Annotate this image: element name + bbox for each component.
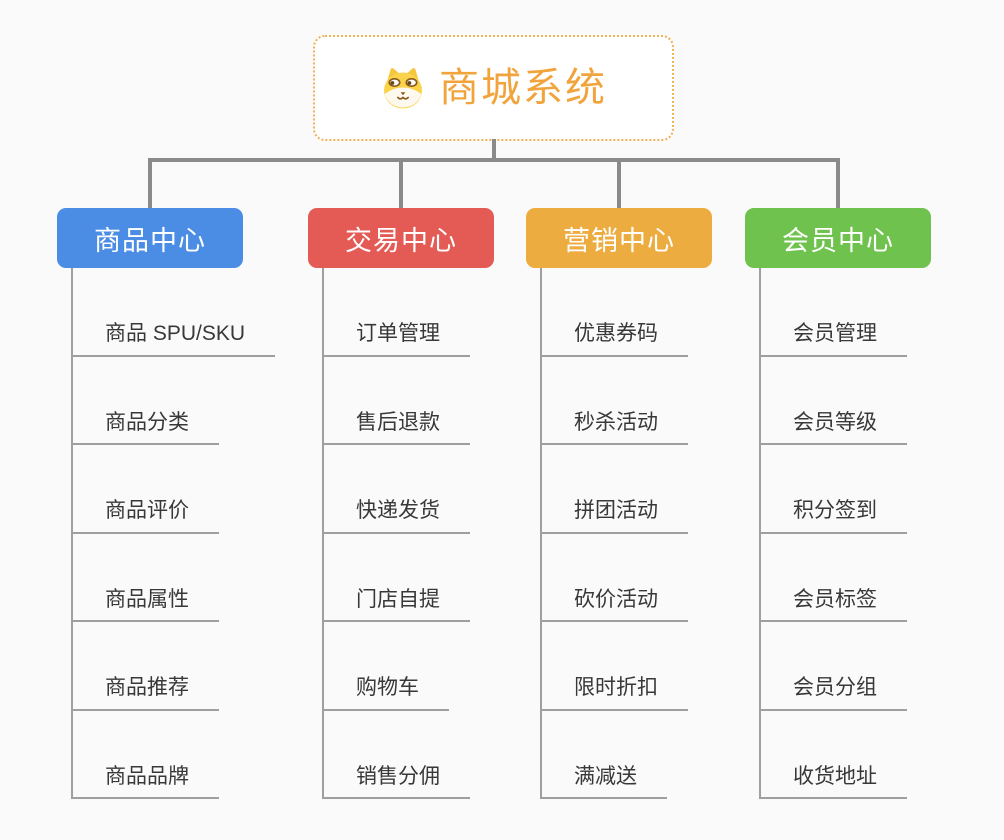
subtopic[interactable]: 购物车 xyxy=(324,675,449,711)
subtopic[interactable]: 限时折扣 xyxy=(542,675,688,711)
branch-topic-label: 会员中心 xyxy=(782,225,894,256)
branch-subtopic-column: 订单管理售后退款快递发货门店自提购物车销售分佣 xyxy=(322,268,470,799)
subtopic[interactable]: 优惠券码 xyxy=(542,321,688,357)
subtopic[interactable]: 会员管理 xyxy=(761,321,907,357)
subtopic[interactable]: 商品推荐 xyxy=(73,675,219,711)
branch-topic-1[interactable]: 交易中心 xyxy=(308,208,494,268)
connector-horizontal-rail xyxy=(148,158,840,162)
subtopic[interactable]: 商品 SPU/SKU xyxy=(73,321,276,357)
branch-subtopic-column: 优惠券码秒杀活动拼团活动砍价活动限时折扣满减送 xyxy=(540,268,688,799)
subtopic[interactable]: 商品属性 xyxy=(73,587,219,622)
subtopic[interactable]: 快递发货 xyxy=(324,498,470,534)
branch-topic-3[interactable]: 会员中心 xyxy=(745,208,931,268)
subtopic[interactable]: 秒杀活动 xyxy=(542,410,688,445)
branch-topic-label: 营销中心 xyxy=(563,225,675,256)
subtopic[interactable]: 砍价活动 xyxy=(542,587,688,622)
subtopic[interactable]: 售后退款 xyxy=(324,410,470,445)
subtopic[interactable]: 会员分组 xyxy=(761,675,907,711)
branch-topic-0[interactable]: 商品中心 xyxy=(57,208,243,268)
connector-branch-vertical xyxy=(617,158,621,208)
root-topic[interactable]: 商城系统 xyxy=(313,35,674,141)
root-topic-title: 商城系统 xyxy=(439,66,607,110)
subtopic[interactable]: 积分签到 xyxy=(761,498,907,534)
subtopic[interactable]: 满减送 xyxy=(542,764,667,799)
branch-topic-label: 交易中心 xyxy=(345,225,457,256)
connector-branch-vertical xyxy=(836,158,840,208)
branch-topic-label: 商品中心 xyxy=(94,225,206,256)
branch-subtopic-column: 商品 SPU/SKU 商品分类商品评价商品属性商品推荐商品品牌 xyxy=(71,268,276,799)
connector-branch-vertical xyxy=(399,158,403,208)
subtopic[interactable]: 拼团活动 xyxy=(542,498,688,534)
branch-topic-2[interactable]: 营销中心 xyxy=(526,208,712,268)
subtopic[interactable]: 商品评价 xyxy=(73,498,219,534)
subtopic[interactable]: 收货地址 xyxy=(761,764,907,799)
subtopic[interactable]: 商品分类 xyxy=(73,410,219,445)
branch-subtopic-column: 会员管理会员等级积分签到会员标签会员分组收货地址 xyxy=(759,268,907,799)
subtopic[interactable]: 门店自提 xyxy=(324,587,470,622)
shiba-dog-face-icon xyxy=(384,68,422,109)
connector-root-vertical xyxy=(492,139,496,160)
subtopic[interactable]: 会员等级 xyxy=(761,410,907,445)
connector-branch-vertical xyxy=(148,158,152,208)
subtopic[interactable]: 销售分佣 xyxy=(324,764,470,799)
subtopic[interactable]: 会员标签 xyxy=(761,587,907,622)
subtopic[interactable]: 商品品牌 xyxy=(73,764,219,799)
subtopic[interactable]: 订单管理 xyxy=(324,321,470,357)
